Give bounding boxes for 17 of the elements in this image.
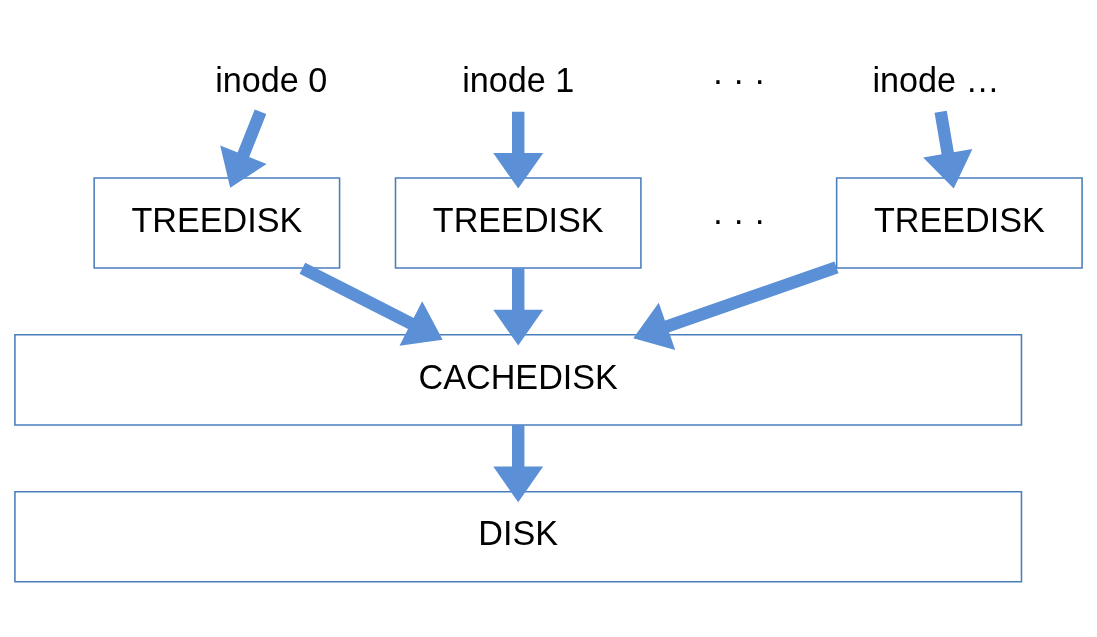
arrow (923, 110, 973, 189)
arrow (220, 109, 267, 188)
node-box: TREEDISK (93, 177, 341, 269)
node-box: TREEDISK (835, 177, 1083, 269)
label: · · · (712, 60, 766, 99)
arrow (299, 262, 443, 346)
node-text: inode 1 (462, 60, 575, 99)
node-box: CACHEDISK (14, 334, 1023, 426)
arrow (493, 111, 544, 189)
arrow (493, 268, 544, 346)
node-text: inode 0 (215, 60, 328, 99)
arrow (493, 425, 544, 503)
label: · · · (712, 200, 766, 239)
node-text: inode … (872, 60, 1000, 99)
node-box: DISK (14, 490, 1023, 583)
arrow (633, 261, 839, 351)
node-box: TREEDISK (394, 177, 642, 269)
